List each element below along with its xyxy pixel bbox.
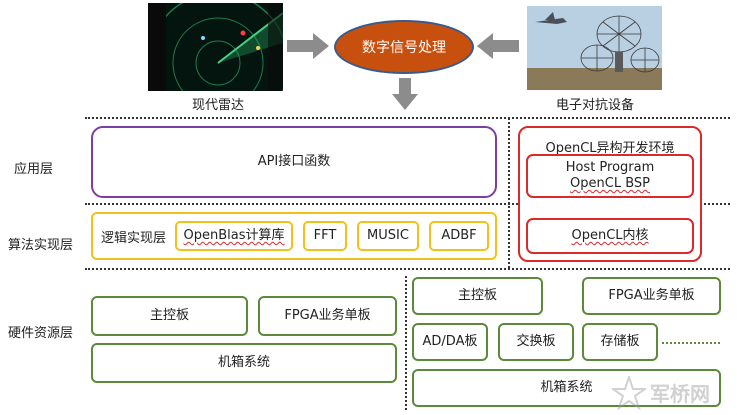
host-program-label: Host Program [565,159,655,175]
radar-caption: 现代雷达 [191,98,244,113]
storage-board-box: 存储板 [582,323,658,361]
ew-equipment-image [527,6,662,90]
openblas-box: OpenBlas计算库 [175,221,293,251]
adda-board-box: AD/DA板 [412,323,488,361]
separator-top [85,117,730,119]
api-interface-box: API接口函数 [91,126,497,198]
music-box: MUSIC [357,221,419,251]
dsp-label: 数字信号处理 [362,40,446,56]
fft-box: FFT [303,221,347,251]
left-fpga-board-box: FPGA业务单板 [258,296,397,336]
left-main-board-box: 主控板 [91,296,248,336]
radar-image [148,3,283,91]
ew-caption: 电子对抗设备 [555,98,634,113]
opencl-env-label: OpenCL异构开发环境 [545,141,675,156]
adbf-label: ADBF [441,227,477,243]
arrow-down-icon [392,78,418,110]
openblas-label: OpenBlas计算库 [183,227,285,243]
right-chassis-box: 机箱系统 [412,369,721,407]
layer-label-hw: 硬件资源层 [8,326,74,341]
right-main-board-box: 主控板 [412,277,543,315]
storage-board-label: 存储板 [600,333,640,349]
left-chassis-label: 机箱系统 [217,354,270,370]
right-main-board-label: 主控板 [457,287,497,303]
algo-layer-box: 逻辑实现层 OpenBlas计算库 FFT MUSIC ADBF [91,212,497,260]
switch-board-box: 交换板 [498,323,574,361]
opencl-kernel-label: OpenCL内核 [571,227,649,243]
host-program-box: Host Program OpenCL BSP [526,154,694,198]
arrow-left-icon [477,33,519,59]
storage-extension-dots [662,342,720,344]
separator-vertical-upper [508,118,510,268]
right-fpga-board-box: FPGA业务单板 [582,277,721,315]
left-fpga-board-label: FPGA业务单板 [284,307,371,323]
opencl-bsp-label: OpenCL BSP [570,176,650,191]
right-chassis-label: 机箱系统 [540,379,593,395]
fft-label: FFT [313,227,337,243]
opencl-env-box: OpenCL异构开发环境 Host Program OpenCL BSP Ope… [518,126,702,262]
right-fpga-board-label: FPGA业务单板 [608,287,695,303]
left-chassis-box: 机箱系统 [91,343,397,383]
watermark-text: 军桥网 [650,382,710,406]
star-icon [612,376,646,410]
api-interface-label: API接口函数 [257,153,331,169]
adda-board-label: AD/DA板 [422,333,478,349]
arrow-right-icon [287,33,329,59]
logic-layer-label: 逻辑实现层 [101,231,167,246]
separator-mid [85,203,730,205]
separator-vertical-lower [405,276,407,410]
opencl-kernel-box: OpenCL内核 [526,218,694,254]
layer-label-app: 应用层 [14,162,54,177]
adbf-box: ADBF [429,221,489,251]
watermark: 军桥网 [612,374,732,412]
separator-hw [85,268,730,270]
left-main-board-label: 主控板 [149,307,189,323]
music-label: MUSIC [367,227,409,243]
switch-board-label: 交换板 [516,333,556,349]
layer-label-algo: 算法实现层 [8,238,74,253]
dsp-ellipse: 数字信号处理 [334,20,474,74]
